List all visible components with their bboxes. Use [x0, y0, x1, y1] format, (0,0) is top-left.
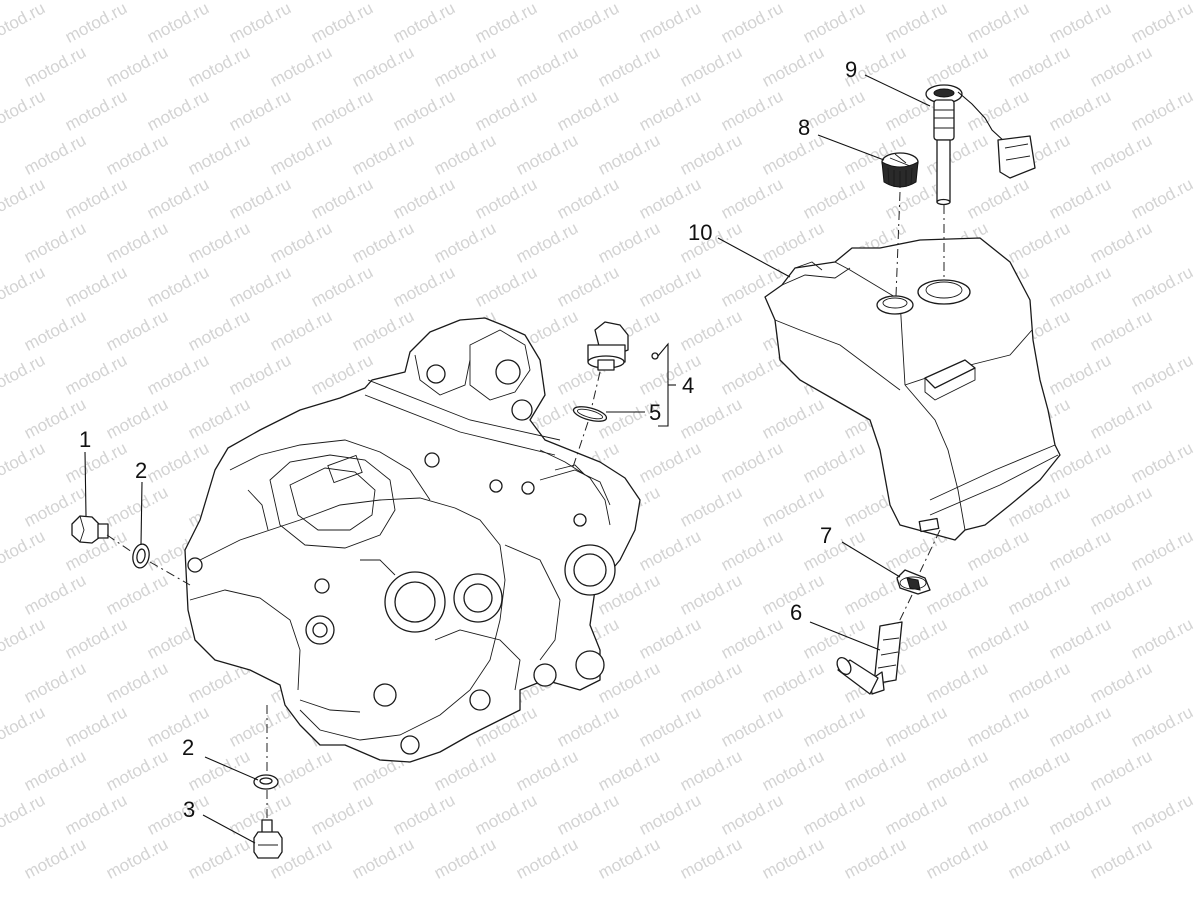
callout-2-upper: 2	[135, 458, 147, 483]
part-2-washer-upper	[132, 543, 150, 569]
callout-8: 8	[798, 115, 810, 140]
part-3-drain-bolt	[253, 819, 283, 859]
callout-9: 9	[845, 57, 857, 82]
callout-6: 6	[790, 600, 802, 625]
callout-5: 5	[649, 400, 661, 425]
part-1-bolt	[71, 515, 109, 544]
callout-7: 7	[820, 523, 832, 548]
callout-3: 3	[183, 797, 195, 822]
part-8-tank-cap	[881, 152, 919, 188]
part-9-level-sensor	[925, 84, 1036, 206]
part-7-hose-clamp	[896, 569, 931, 595]
callout-4: 4	[682, 373, 694, 398]
engine-crankcase	[184, 317, 641, 763]
part-5-o-ring	[572, 406, 608, 422]
callout-labels: 1 2 2 3 4 5 6 7 8 9 10	[79, 57, 857, 822]
callout-1: 1	[79, 427, 91, 452]
part-2-washer-lower	[253, 774, 279, 790]
callout-2-lower: 2	[182, 735, 194, 760]
part-6-hose-fitting	[836, 621, 903, 695]
part-4-oil-filler-cap	[587, 321, 659, 371]
assembly-lines	[106, 191, 945, 820]
part-10-oil-tank	[764, 237, 1061, 541]
callout-10: 10	[688, 220, 712, 245]
leader-lines	[84, 74, 931, 844]
